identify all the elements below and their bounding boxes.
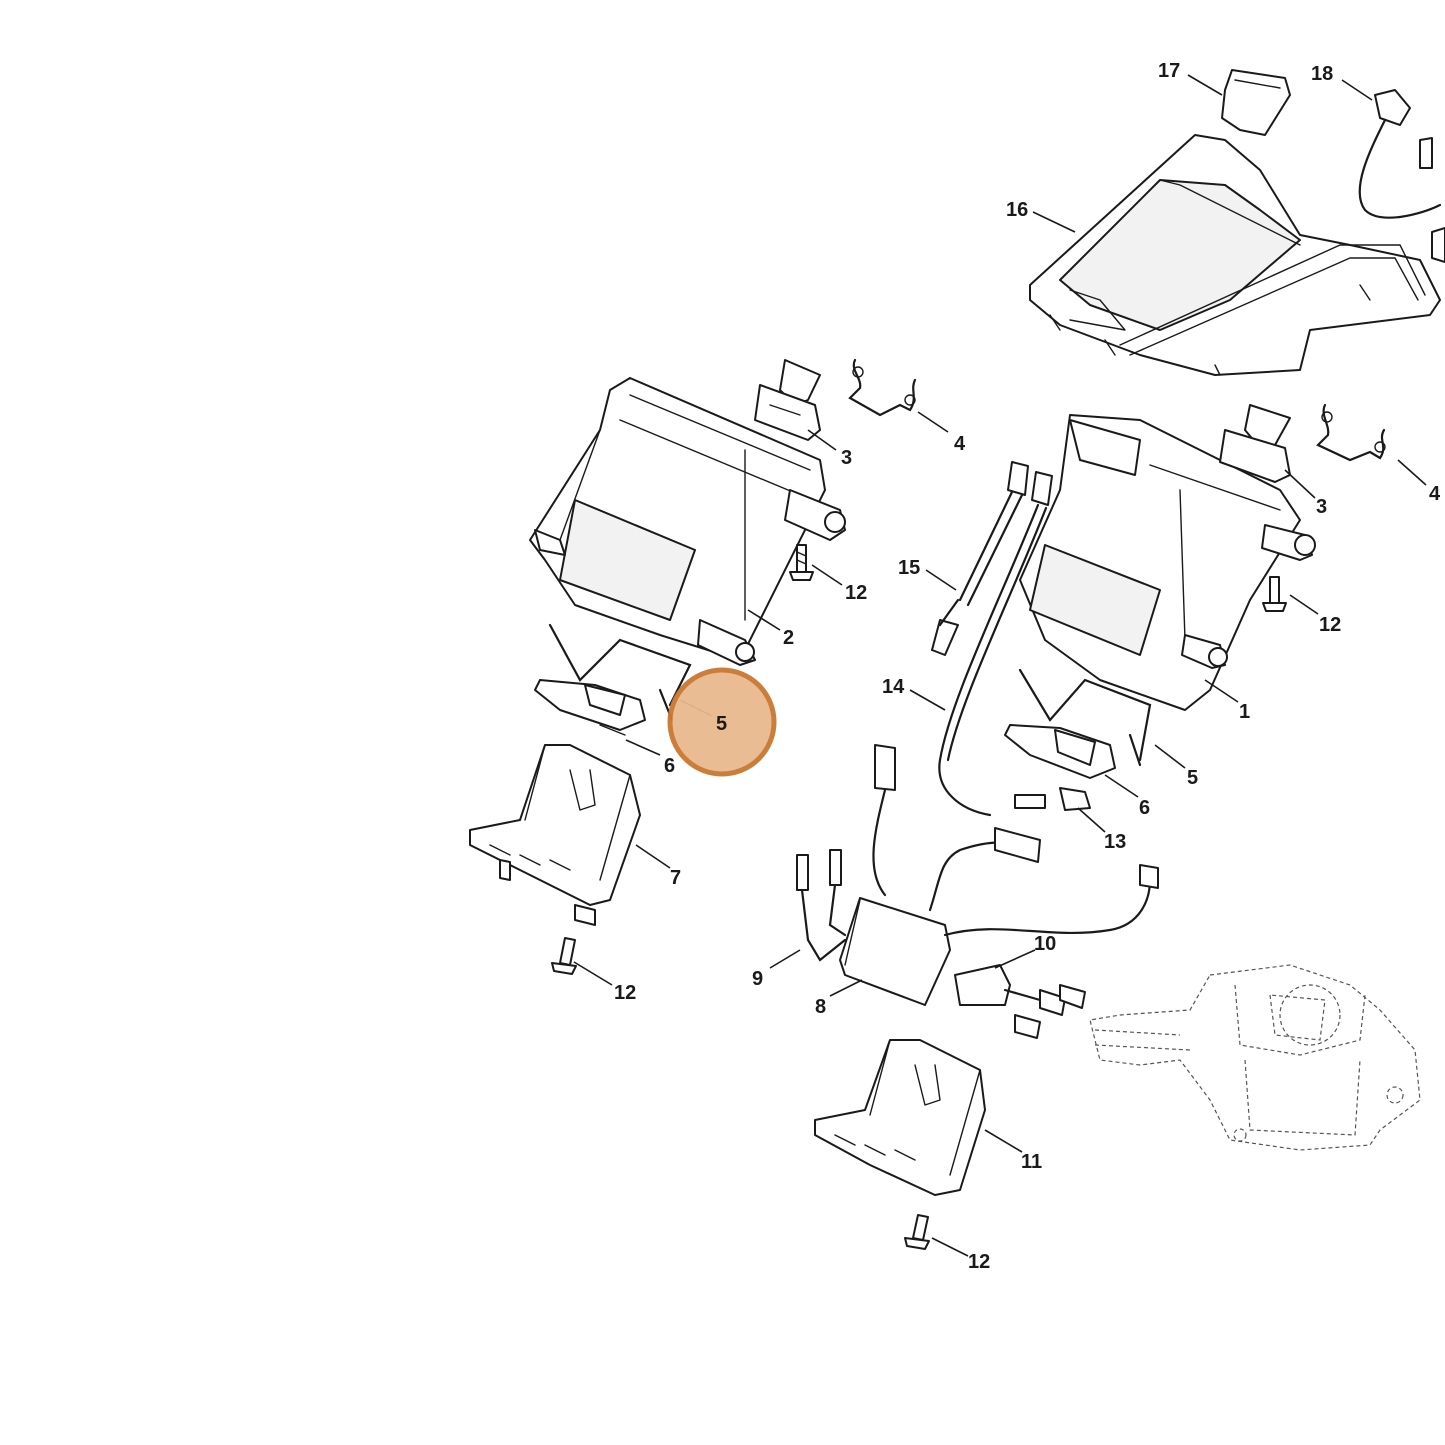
part-7-battery-holder-left[interactable] xyxy=(469,744,641,926)
part-6-contact-plate-right[interactable] xyxy=(1004,724,1116,779)
part-10-connector-block[interactable] xyxy=(954,964,1086,1039)
callout-8[interactable]: 8 xyxy=(815,996,826,1018)
callout-17[interactable]: 17 xyxy=(1158,60,1180,82)
leader-lines xyxy=(573,74,1427,1257)
part-6-contact-plate-left[interactable] xyxy=(534,679,646,736)
part-8-electronics-module[interactable] xyxy=(839,744,1159,1006)
callout-10[interactable]: 10 xyxy=(1034,933,1056,955)
callout-1[interactable]: 1 xyxy=(1239,701,1250,723)
part-3-latch-left[interactable] xyxy=(754,359,821,441)
part-2-battery-compartment[interactable] xyxy=(529,377,846,666)
part-5-bail-wire-right[interactable] xyxy=(1018,668,1152,767)
motor-reference-outline xyxy=(1089,964,1421,1151)
part-1-battery-compartment[interactable] xyxy=(1019,414,1316,711)
part-12-screw-c[interactable] xyxy=(1262,576,1287,612)
callout-12[interactable]: 12 xyxy=(968,1251,990,1273)
part-13-connector[interactable] xyxy=(1014,787,1091,811)
callout-4[interactable]: 4 xyxy=(954,433,966,455)
callout-13[interactable]: 13 xyxy=(1104,831,1126,853)
callout-6[interactable]: 6 xyxy=(664,755,675,777)
callout-labels: 17 18 16 4 3 12 2 15 14 5 6 7 12 4 3 12 … xyxy=(614,60,1441,1273)
callout-11[interactable]: 11 xyxy=(1021,1151,1042,1173)
part-18-switch[interactable] xyxy=(1358,89,1445,263)
part-16-housing-cover[interactable] xyxy=(1029,134,1441,376)
part-11-battery-holder-right[interactable] xyxy=(814,1039,986,1196)
callout-3[interactable]: 3 xyxy=(841,447,852,469)
callout-5[interactable]: 5 xyxy=(1187,767,1198,789)
callout-12[interactable]: 12 xyxy=(1319,614,1341,636)
part-3-latch-right[interactable] xyxy=(1219,404,1291,483)
callout-12[interactable]: 12 xyxy=(845,582,867,604)
callout-18[interactable]: 18 xyxy=(1311,63,1333,85)
callout-5-highlighted[interactable]: 5 xyxy=(716,713,727,735)
callout-15[interactable]: 15 xyxy=(898,557,920,579)
callout-6[interactable]: 6 xyxy=(1139,797,1150,819)
callout-12[interactable]: 12 xyxy=(614,982,636,1004)
part-12-screw-a[interactable] xyxy=(789,544,814,581)
callout-7[interactable]: 7 xyxy=(670,867,681,889)
part-4-spring-right[interactable] xyxy=(1316,403,1386,462)
selected-part-highlight[interactable] xyxy=(667,667,777,777)
callout-16[interactable]: 16 xyxy=(1006,199,1028,221)
callout-3[interactable]: 3 xyxy=(1316,496,1327,518)
callout-9[interactable]: 9 xyxy=(752,968,763,990)
part-17-clip[interactable] xyxy=(1221,69,1291,136)
part-15-cable[interactable] xyxy=(931,461,1029,656)
part-14-cable[interactable] xyxy=(938,471,1053,817)
part-12-screw-b[interactable] xyxy=(551,937,577,975)
part-9-fuse-wire[interactable] xyxy=(796,849,847,962)
callout-2[interactable]: 2 xyxy=(783,627,794,649)
callout-14[interactable]: 14 xyxy=(882,676,905,698)
part-4-spring-left[interactable] xyxy=(848,358,917,417)
part-12-screw-d[interactable] xyxy=(904,1214,930,1250)
callout-4[interactable]: 4 xyxy=(1429,483,1441,505)
